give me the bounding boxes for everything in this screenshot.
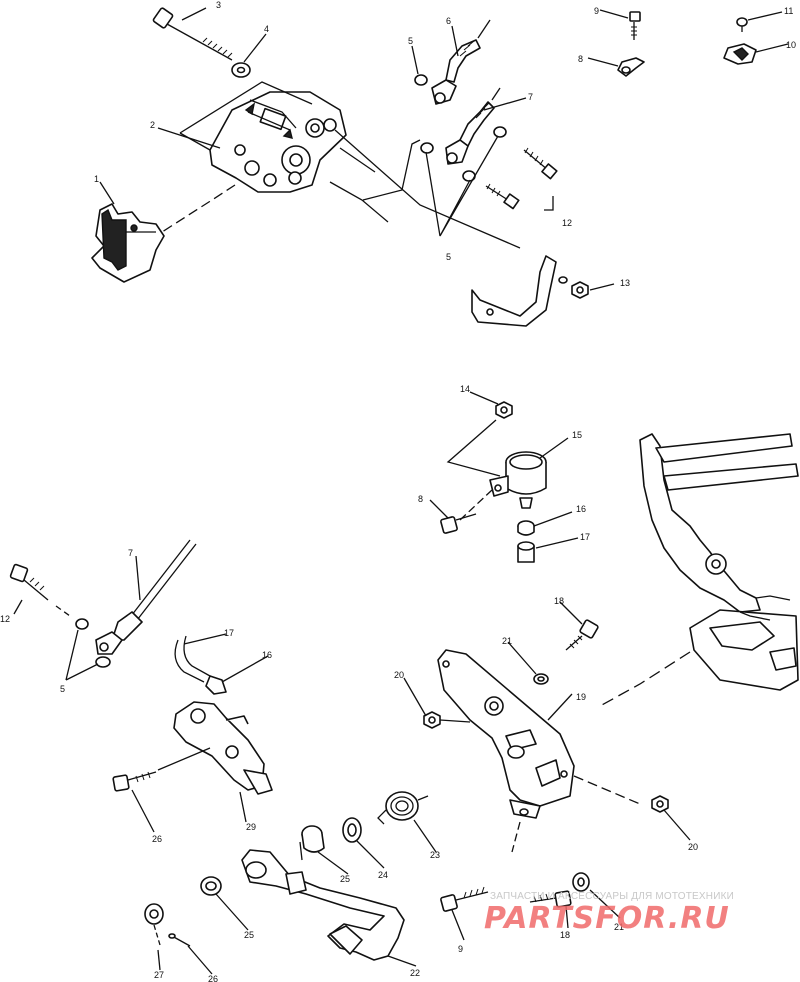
callout-1: 1 [94, 174, 99, 184]
callout-5: 5 [408, 36, 413, 46]
caliper-assembly-lines [161, 81, 521, 249]
pivot-fasteners-part [144, 903, 191, 947]
pedal-bracket-part [423, 619, 669, 819]
callout-16: 16 [576, 504, 586, 514]
callout-12: 12 [0, 614, 10, 624]
callout-9: 9 [594, 6, 599, 16]
callout-22: 22 [410, 968, 420, 978]
watermark-subtitle: ЗАПЧАСТИ И АКСЕССУАРЫ ДЛЯ МОТОТЕХНИКИ [490, 891, 734, 902]
callout-5: 5 [60, 684, 65, 694]
pedal-bushings-part [200, 817, 362, 896]
watermark-brand: PARTSFOR.RU [484, 901, 730, 936]
line-clip-top-part [617, 11, 645, 77]
callout-16: 16 [262, 650, 272, 660]
caliper-body-part [209, 91, 347, 193]
callout-21: 21 [614, 922, 624, 932]
callout-6: 6 [446, 16, 451, 26]
callout-26: 26 [152, 834, 162, 844]
watermark-logo: ЗАПЧАСТИ И АКСЕССУАРЫ ДЛЯ МОТОТЕХНИКИ PA… [484, 891, 734, 936]
callout-17: 17 [224, 628, 234, 638]
brake-line-lower-part [95, 539, 197, 655]
banjo-bolt-lower-part [9, 563, 111, 668]
callout-3: 3 [216, 0, 221, 10]
brake-pad-part [91, 203, 165, 283]
callout-18: 18 [554, 596, 564, 606]
callout-7: 7 [128, 548, 133, 558]
brake-line-part [445, 87, 501, 165]
upper-brake-line-part [431, 19, 491, 105]
callout-17: 17 [580, 532, 590, 542]
return-spring-part [377, 791, 429, 825]
callout-20: 20 [688, 842, 698, 852]
caliper-bolt-part [152, 7, 233, 61]
callout-25: 25 [244, 930, 254, 940]
callout-21: 21 [502, 636, 512, 646]
callout-8: 8 [418, 494, 423, 504]
frame-part [599, 433, 799, 707]
callout-15: 15 [572, 430, 582, 440]
callout-13: 13 [620, 278, 630, 288]
callout-23: 23 [430, 850, 440, 860]
callout-2: 2 [150, 120, 155, 130]
callout-19: 19 [576, 692, 586, 702]
lower-bolts-part [440, 821, 590, 912]
callout-25: 25 [340, 874, 350, 884]
callout-20: 20 [394, 670, 404, 680]
callout-8: 8 [578, 54, 583, 64]
brake-pedal-part [241, 841, 405, 961]
upper-washers-part [414, 74, 507, 182]
callout-26: 26 [208, 974, 218, 982]
master-cylinder-part [112, 701, 273, 795]
callout-12: 12 [562, 218, 572, 228]
caliper-bracket-part [471, 255, 589, 327]
callout-5: 5 [446, 252, 451, 262]
callout-18: 18 [560, 930, 570, 940]
callout-7: 7 [528, 92, 533, 102]
reservoir-part [440, 401, 547, 563]
callout-10: 10 [786, 40, 796, 50]
clamp-top-part [723, 17, 757, 65]
leader-lines [13, 7, 789, 975]
hose-and-clamp-part [174, 635, 227, 695]
washer-part [231, 62, 251, 78]
callout-24: 24 [378, 870, 388, 880]
banjo-bolts-upper-part [485, 147, 558, 211]
callout-29: 29 [246, 822, 256, 832]
callout-11: 11 [784, 6, 793, 16]
callout-14: 14 [460, 384, 470, 394]
callout-9: 9 [458, 944, 463, 954]
callout-4: 4 [264, 24, 269, 34]
callout-27: 27 [154, 970, 164, 980]
